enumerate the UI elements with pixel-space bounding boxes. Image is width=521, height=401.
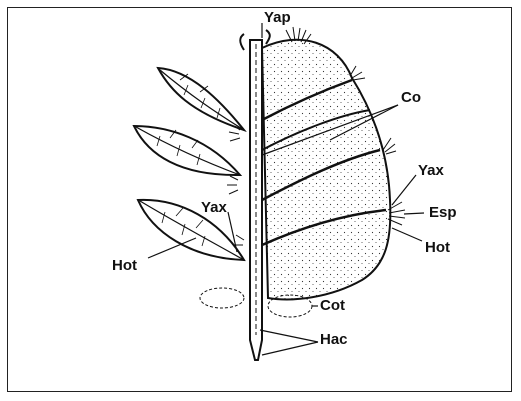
label-co: Co — [401, 90, 421, 105]
leaf-top — [158, 68, 244, 130]
label-hot-left: Hot — [112, 258, 137, 273]
label-esp: Esp — [429, 205, 457, 220]
label-hac: Hac — [320, 332, 348, 347]
leaf-middle — [134, 126, 240, 175]
label-yax-right: Yax — [418, 163, 444, 178]
label-cot: Cot — [320, 298, 345, 313]
cotyledon-left — [200, 288, 244, 308]
label-yap: Yap — [264, 10, 291, 25]
label-yax-left: Yax — [201, 200, 227, 215]
label-hot-right: Hot — [425, 240, 450, 255]
